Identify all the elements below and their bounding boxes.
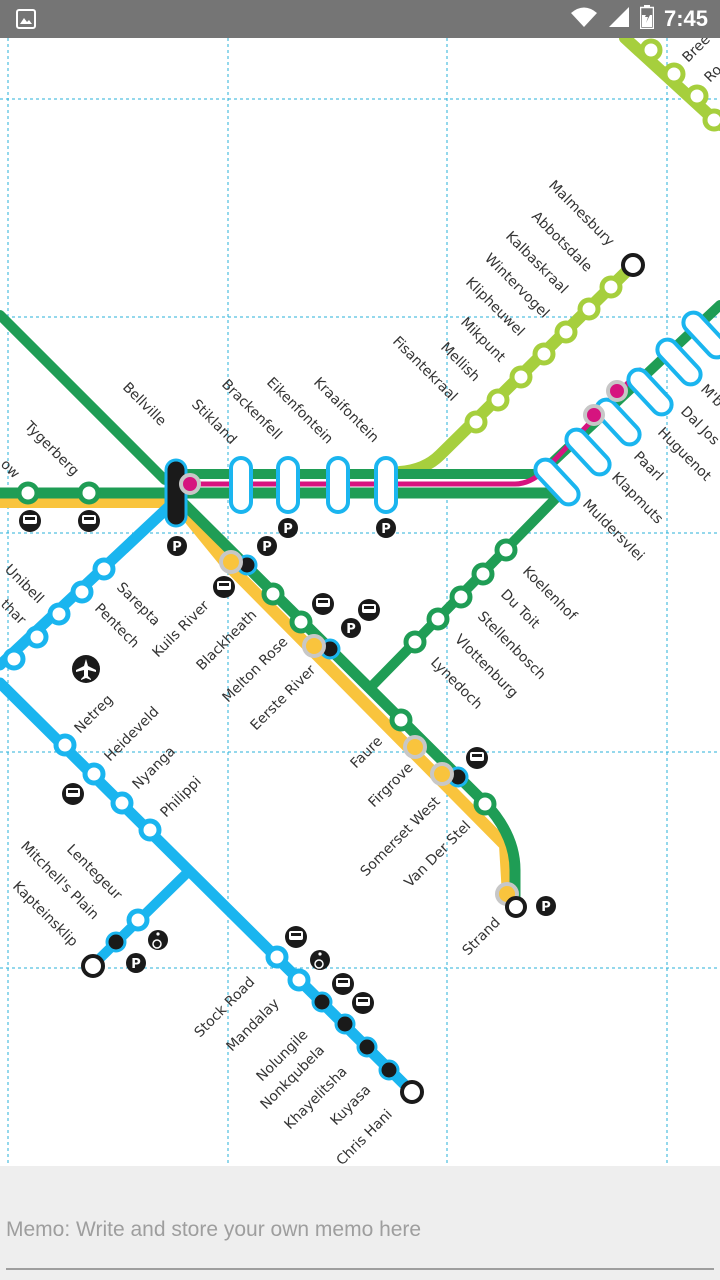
- bus-icon: [312, 593, 334, 615]
- svg-text:P: P: [346, 622, 356, 637]
- kapteinsklip-terminus: [81, 954, 105, 978]
- rail-map[interactable]: Bree Ro Malmesbury Abbotsdale Kalbaskraa…: [0, 38, 720, 1166]
- map-grid: [0, 38, 720, 1166]
- strand-terminus: [505, 896, 527, 918]
- memo-underline: [6, 1268, 714, 1270]
- svg-text:P: P: [131, 957, 141, 972]
- bus-icon: [19, 510, 41, 532]
- green-line-northwest: [0, 310, 170, 485]
- wheelchair-icons: [148, 930, 330, 970]
- label-paarl: Paarl: [630, 449, 666, 485]
- label-thar: thar: [0, 597, 29, 629]
- parking-icon: P: [536, 896, 556, 916]
- interchange-stations: [219, 550, 519, 906]
- svg-text:P: P: [283, 522, 293, 537]
- bus-icon: [213, 576, 235, 598]
- label-ow: ow: [0, 457, 23, 482]
- lime-stations: [464, 38, 720, 434]
- label-kuils-river: Kuils River: [150, 598, 213, 661]
- bus-icon: [62, 783, 84, 805]
- status-time: 7:45: [663, 6, 708, 31]
- parking-icon: P: [376, 518, 396, 538]
- image-icon: [16, 9, 36, 33]
- malmesbury-terminus: [621, 253, 645, 277]
- blue-stations: [2, 557, 311, 992]
- pill-stations-paarl: [533, 310, 720, 507]
- magenta-stations: [179, 380, 628, 495]
- wheelchair-icon: [310, 950, 330, 970]
- pill-stations-main: [229, 456, 398, 514]
- parking-icon: P: [126, 953, 146, 973]
- parking-icon: P: [341, 618, 361, 638]
- green-stations: [16, 481, 518, 816]
- chris-hani-terminus: [400, 1080, 424, 1104]
- memo-input[interactable]: [6, 1206, 714, 1254]
- battery-icon: [639, 5, 655, 33]
- status-bar: 7:45: [0, 0, 720, 38]
- parking-icons: P P P P P P P: [126, 518, 556, 973]
- label-tygerberg: Tygerberg: [20, 418, 81, 479]
- parking-icon: P: [278, 518, 298, 538]
- svg-text:P: P: [172, 540, 182, 555]
- label-firgrove: Firgrove: [366, 760, 417, 811]
- label-stikland: Stikland: [188, 397, 239, 448]
- bus-icon: [466, 747, 488, 769]
- bus-icon: [352, 992, 374, 1014]
- wifi-icon: [570, 6, 598, 32]
- svg-text:P: P: [381, 522, 391, 537]
- bus-icon: [358, 599, 380, 621]
- label-bellville: Bellville: [119, 380, 169, 430]
- label-mb: M'b: [697, 382, 720, 411]
- rail-map-svg: Bree Ro Malmesbury Abbotsdale Kalbaskraa…: [0, 38, 720, 1166]
- parking-icon: P: [167, 536, 187, 556]
- label-philippi: Philippi: [158, 774, 205, 821]
- svg-text:P: P: [262, 540, 272, 555]
- bus-icon: [78, 510, 100, 532]
- parking-icon: P: [257, 536, 277, 556]
- label-ro: Ro: [702, 62, 720, 86]
- blue-dark-stations: [105, 931, 400, 1081]
- label-faure: Faure: [348, 733, 386, 771]
- airplane-icon: [72, 655, 100, 683]
- wheelchair-icon: [148, 930, 168, 950]
- label-breede: Bree: [680, 38, 714, 66]
- memo-bar: [0, 1166, 720, 1280]
- label-strand: Strand: [460, 915, 504, 959]
- svg-text:P: P: [541, 900, 551, 915]
- label-netreg: Netreg: [72, 692, 117, 737]
- signal-icon: [608, 6, 630, 32]
- bus-icon: [332, 973, 354, 995]
- label-du-toit: Du Toit: [497, 587, 543, 633]
- bellville-hub: [164, 458, 188, 528]
- bus-icons: [19, 510, 488, 1014]
- label-nyanga: Nyanga: [130, 744, 179, 793]
- label-heideveld: Heideveld: [102, 704, 163, 765]
- bus-icon: [285, 926, 307, 948]
